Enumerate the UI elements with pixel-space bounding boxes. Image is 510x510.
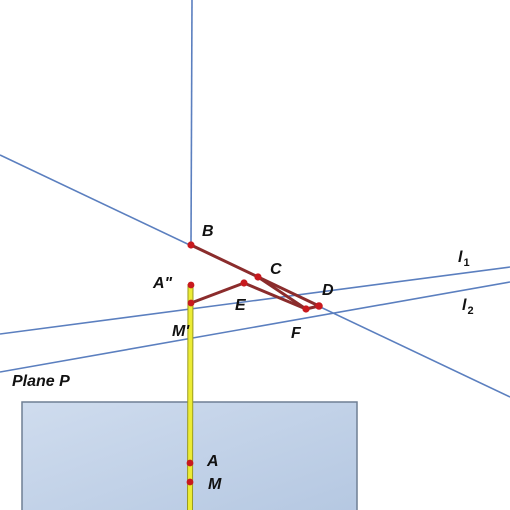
- label-m: M: [208, 476, 222, 493]
- line-l1: [0, 266, 510, 335]
- point-c: [254, 273, 262, 281]
- label-d: D: [322, 282, 334, 299]
- point-b: [187, 241, 195, 249]
- label-l1: l1: [458, 249, 470, 269]
- label-a-double-prime: A": [152, 275, 173, 292]
- point-d: [315, 302, 323, 310]
- label-m-prime: M': [172, 323, 190, 340]
- label-b: B: [202, 223, 214, 240]
- point-e: [240, 279, 248, 287]
- rod-am: [188, 283, 193, 510]
- vertical-line: [190, 0, 193, 246]
- label-c: C: [270, 261, 282, 278]
- point-a2: [187, 281, 195, 289]
- label-l2: l2: [462, 297, 474, 317]
- label-l1-main: l: [458, 249, 463, 266]
- label-plane-p: Plane P: [12, 373, 70, 390]
- label-l2-main: l: [462, 297, 467, 314]
- segment-a2-e: [189, 281, 246, 305]
- label-e: E: [235, 297, 247, 314]
- point-f: [302, 305, 310, 313]
- label-f: F: [291, 325, 302, 342]
- label-l1-sub: 1: [463, 257, 469, 269]
- segment-c-f: [256, 275, 308, 311]
- label-a: A: [206, 453, 219, 470]
- point-m2: [187, 299, 195, 307]
- label-l2-sub: 2: [467, 305, 473, 317]
- point-a: [186, 459, 194, 467]
- line-l2: [0, 281, 510, 373]
- point-m: [186, 478, 194, 486]
- segment-e-f: [242, 281, 308, 311]
